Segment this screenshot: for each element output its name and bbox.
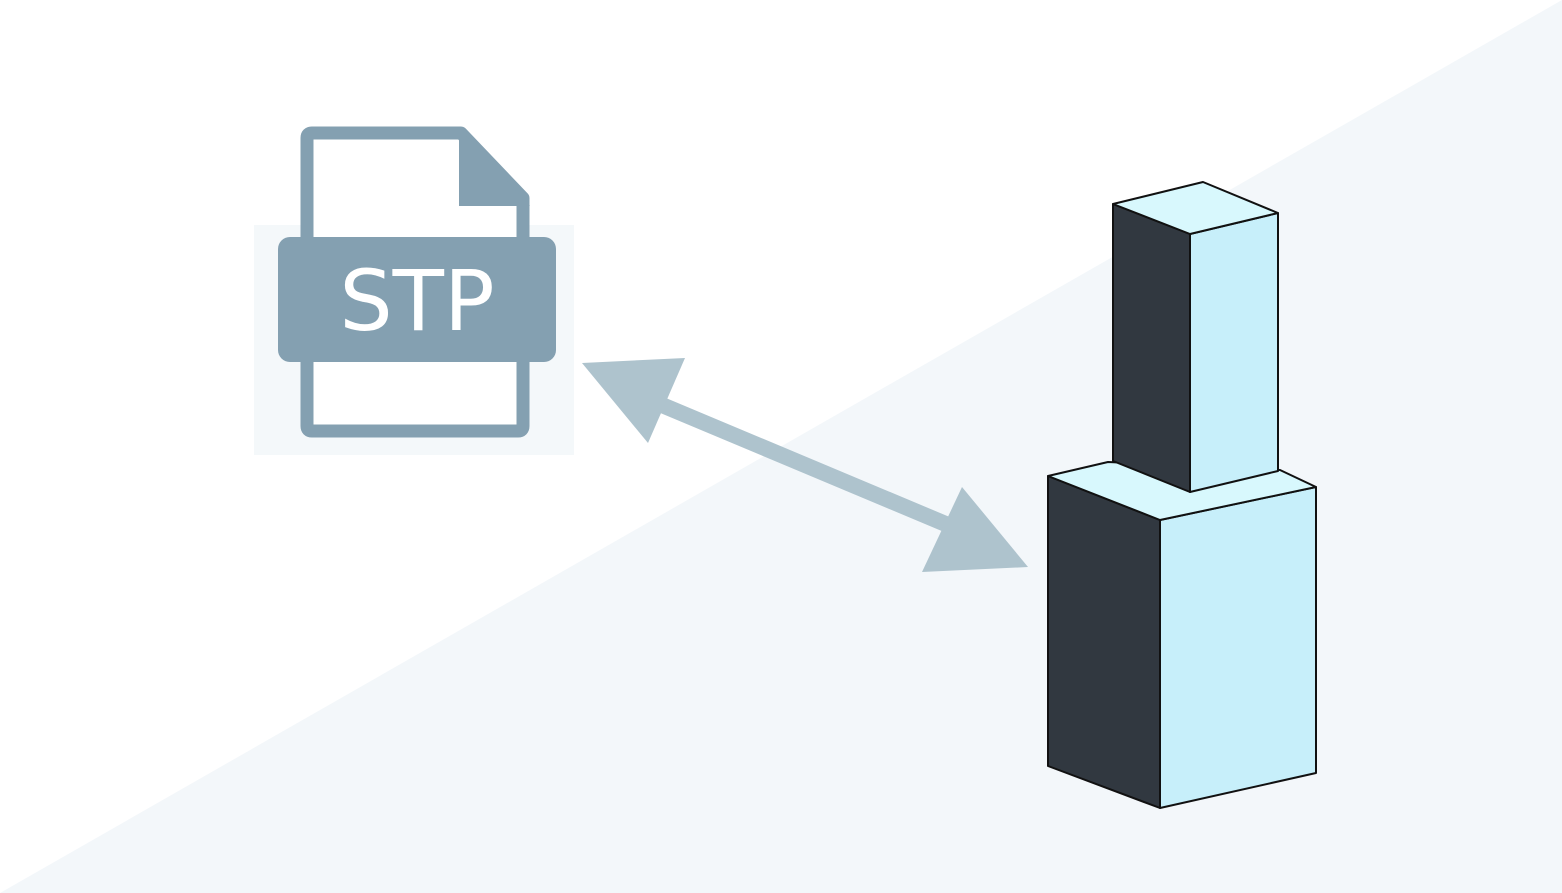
upper-block-top-face — [1112, 181, 1279, 235]
lower-block-right-face — [1159, 486, 1317, 809]
stp-file-icon: STP — [254, 126, 574, 455]
upper-block-right-face — [1189, 212, 1279, 493]
arrow-head-left — [582, 358, 685, 443]
arrow-shaft — [646, 392, 964, 538]
stepped-solid-model-icon — [1047, 181, 1317, 809]
arrow-head-right — [922, 487, 1028, 572]
file-corner-fold — [459, 128, 530, 206]
upper-block-left-face — [1112, 203, 1191, 493]
lower-block-left-face — [1047, 475, 1161, 809]
bidirectional-arrow — [582, 358, 1028, 572]
file-type-label: STP — [339, 252, 494, 350]
file-label-band — [278, 237, 556, 362]
